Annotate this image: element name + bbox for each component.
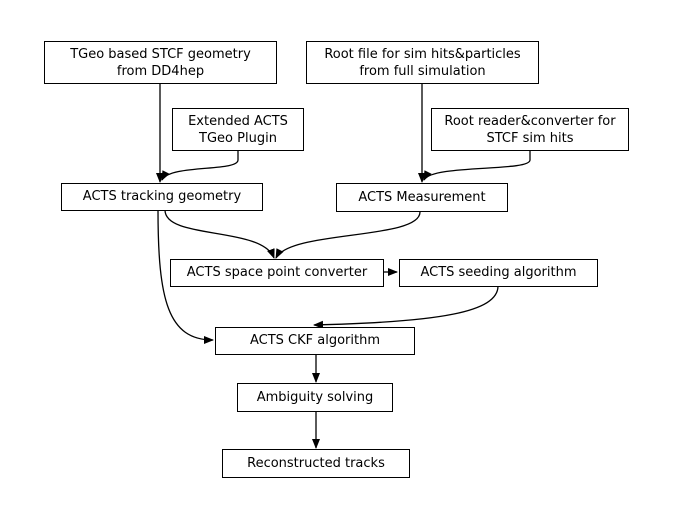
reconstructed-box: Reconstructed tracks <box>222 449 410 478</box>
tracking-geometry-box: ACTS tracking geometry <box>61 183 263 211</box>
tgeo-geometry-box: TGeo based STCF geometry from DD4hep <box>44 41 277 84</box>
tracking-geometry-label: ACTS tracking geometry <box>82 189 242 204</box>
extended-acts-line-2: TGeo Plugin <box>199 130 277 146</box>
ckf-label: ACTS CKF algorithm <box>249 333 381 348</box>
extended-acts-box: Extended ACTS TGeo Plugin <box>172 108 304 151</box>
reconstructed-label: Reconstructed tracks <box>247 455 385 471</box>
root-file-line-2: from full simulation <box>359 63 486 79</box>
arrow-tracking-geometry-to-ckf <box>157 209 214 344</box>
seeding-label: ACTS seeding algorithm <box>420 265 577 280</box>
ambiguity-label: Ambiguity solving <box>256 389 374 405</box>
root-reader-line-1: Root reader&converter for <box>444 113 616 129</box>
tgeo-geometry-line-1: TGeo based STCF geometry <box>70 46 251 62</box>
space-point-converter-box: ACTS space point converter <box>170 259 384 287</box>
measurement-box: ACTS Measurement <box>336 183 508 212</box>
arrow-tracking-geometry-to-space-point <box>164 209 275 259</box>
arrow-extended-acts-to-tracking-geometry <box>161 151 239 181</box>
root-reader-box: Root reader&converter for STCF sim hits <box>431 108 629 151</box>
root-file-line-1: Root file for sim hits&particles <box>324 46 521 62</box>
root-file-box: Root file for sim hits&particles from fu… <box>306 41 539 84</box>
measurement-label: ACTS Measurement <box>358 189 486 205</box>
tgeo-geometry-line-2: from DD4hep <box>116 63 205 79</box>
ckf-box: ACTS CKF algorithm <box>215 327 415 355</box>
seeding-box: ACTS seeding algorithm <box>399 259 598 287</box>
extended-acts-line-1: Extended ACTS <box>188 113 288 129</box>
ambiguity-box: Ambiguity solving <box>237 383 393 412</box>
arrow-root-reader-to-measurement <box>423 151 531 181</box>
root-reader-line-2: STCF sim hits <box>486 130 574 146</box>
arrow-seeding-to-ckf <box>313 285 499 329</box>
arrow-measurement-to-space-point <box>275 211 421 259</box>
space-point-converter-label: ACTS space point converter <box>186 265 368 280</box>
